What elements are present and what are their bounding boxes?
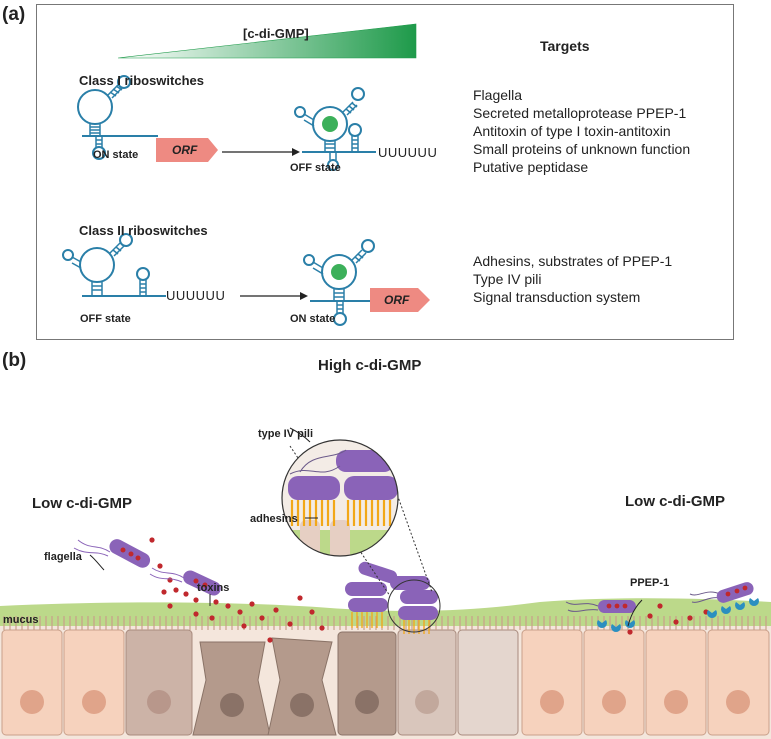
low-cdigmp-right-title: Low c-di-GMP <box>625 493 725 510</box>
ppep1-bacterium <box>689 582 754 603</box>
panel-a-label: (a) <box>2 4 26 25</box>
class1-target: Secreted metalloprotease PPEP-1 <box>473 105 687 121</box>
flagellated-bacterium <box>73 539 151 568</box>
flagellated-bacterium <box>149 567 221 596</box>
label-pointers <box>89 427 643 627</box>
damaged-cell <box>267 637 337 736</box>
class2-orf-label: ORF <box>384 293 410 307</box>
mucus-label: mucus <box>3 614 39 626</box>
class1-terminator: UUUUUU <box>378 145 438 160</box>
class2-off-state-label: OFF state <box>80 313 131 325</box>
ppep1-bacterium <box>565 600 636 613</box>
class1-orf-arrow <box>156 138 218 162</box>
class1-off-riboswitch <box>294 87 376 171</box>
zoom-inset <box>281 439 399 557</box>
gradient-label: [c-di-GMP] <box>243 26 309 41</box>
toxins-label: toxins <box>197 582 230 594</box>
flagella-label: flagella <box>44 551 82 563</box>
class2-on-riboswitch <box>303 239 375 326</box>
panel-a-graphics <box>62 23 430 326</box>
class2-ligand <box>331 264 347 280</box>
class2-targets-list: Adhesins, substrates of PPEP-1 Type IV p… <box>473 252 672 306</box>
class2-title: Class II riboswitches <box>79 223 208 238</box>
class1-ligand <box>322 116 338 132</box>
class2-target: Type IV pili <box>473 271 542 287</box>
class1-off-state-label: OFF state <box>290 162 341 174</box>
class2-target: Signal transduction system <box>473 289 641 305</box>
mucus-layer <box>0 598 771 626</box>
type-iv-pili-label: type IV pili <box>258 428 314 440</box>
high-cdigmp-title: High c-di-GMP <box>318 357 422 374</box>
class1-orf-label: ORF <box>172 143 198 157</box>
ppep1-label: PPEP-1 <box>630 577 670 589</box>
class1-title: Class I riboswitches <box>79 73 204 88</box>
microvilli <box>3 616 767 630</box>
epithelium <box>0 626 771 739</box>
class1-target: Putative peptidase <box>473 159 589 175</box>
cell-nuclei <box>20 690 750 717</box>
targets-header: Targets <box>540 38 590 54</box>
class1-target: Antitoxin of type I toxin-antitoxin <box>473 123 671 139</box>
class2-target: Adhesins, substrates of PPEP-1 <box>473 253 673 269</box>
class1-target: Flagella <box>473 87 523 103</box>
panel-a-box <box>36 4 734 340</box>
class2-terminator: UUUUUU <box>166 288 226 303</box>
concentration-gradient-wedge <box>117 23 417 59</box>
class2-on-state-label: ON state <box>290 313 336 325</box>
class1-target: Small proteins of unknown function <box>473 141 691 157</box>
adhesins-label: adhesins <box>250 513 298 525</box>
class1-targets-list: Flagella Secreted metalloprotease PPEP-1… <box>473 86 690 176</box>
class2-off-riboswitch <box>62 233 166 297</box>
biofilm-cluster <box>345 561 441 634</box>
class1-on-state-label: ON state <box>93 149 139 161</box>
low-cdigmp-left-title: Low c-di-GMP <box>32 495 132 512</box>
panel-b-graphics <box>0 427 771 739</box>
class2-orf-arrow <box>370 288 430 312</box>
ppep1-enzymes <box>597 598 759 632</box>
damaged-cell <box>192 641 271 736</box>
panel-b-label: (b) <box>2 350 27 371</box>
class1-on-riboswitch <box>77 75 158 160</box>
